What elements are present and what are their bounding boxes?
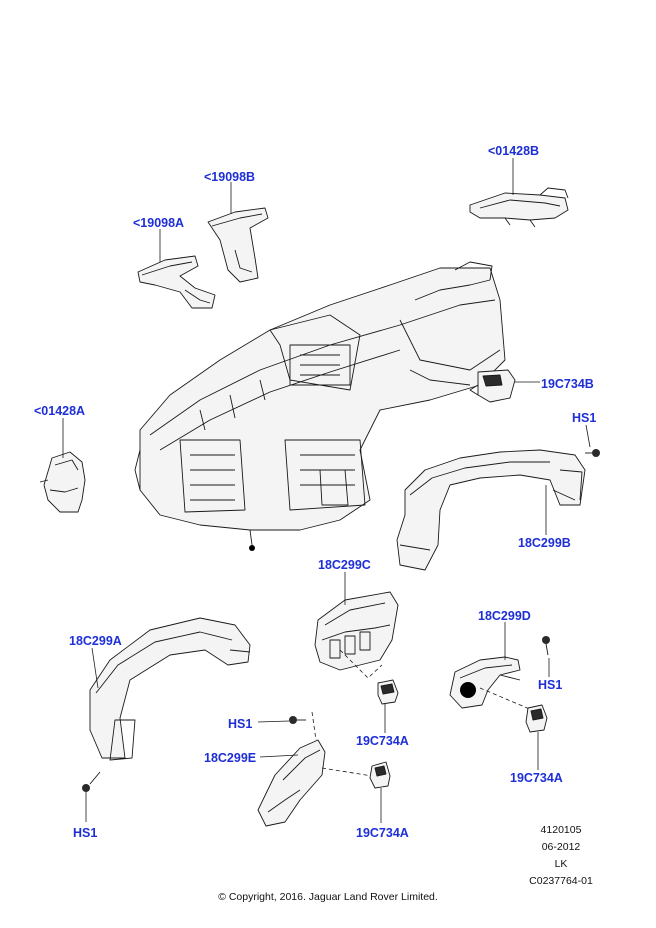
illustration-number: 4120105 [540, 824, 582, 836]
part-18c299d-duct [449, 656, 521, 709]
callout-18c299a[interactable]: 18C299A [69, 634, 122, 648]
part-19c734a-sensor-c [377, 679, 399, 705]
callout-hs1-d[interactable]: HS1 [538, 678, 563, 692]
part-18c299a-duct [89, 617, 251, 761]
callout-19098b[interactable]: <19098B [204, 170, 256, 184]
callout-18c299c[interactable]: 18C299C [318, 558, 371, 572]
callout-01428a[interactable]: <01428A [34, 404, 86, 418]
part-hs1-screw-bottom [82, 771, 101, 792]
leader-18c299a [91, 647, 99, 689]
leader-18c299e [259, 754, 299, 758]
callout-19c734a-e[interactable]: 19C734A [356, 826, 409, 840]
callout-hs1-right[interactable]: HS1 [572, 411, 597, 425]
callout-18c299e[interactable]: 18C299E [204, 751, 257, 765]
part-01428b-duct [469, 187, 569, 228]
part-19098a-vent [137, 255, 216, 309]
callout-18c299d[interactable]: 18C299D [478, 609, 531, 623]
illustrator-initials: LK [554, 858, 568, 870]
part-19c734b-sensor [469, 369, 516, 403]
part-18c299e-duct [257, 739, 326, 827]
callout-hs1-e[interactable]: HS1 [228, 717, 253, 731]
callout-01428b[interactable]: <01428B [488, 144, 540, 158]
part-hs1-screw-d [542, 636, 550, 656]
callout-19c734b[interactable]: 19C734B [541, 377, 594, 391]
part-18c299c-duct [314, 591, 399, 671]
part-hs1-screw-right [585, 449, 600, 457]
dashboard-assembly [134, 261, 506, 551]
callout-19c734a-d[interactable]: 19C734A [510, 771, 563, 785]
copyright-notice: © Copyright, 2016. Jaguar Land Rover Lim… [218, 891, 438, 903]
dashed-link-18c299c [339, 649, 383, 679]
leader-hs1-e [257, 720, 290, 723]
dashed-link-hs1-e [311, 711, 317, 741]
reference-code: C0237764-01 [529, 875, 593, 887]
leader-hs1-right [585, 424, 591, 448]
part-18c299b-duct [396, 449, 586, 571]
dashed-link-18c299e [321, 767, 373, 777]
part-01428a-duct [39, 451, 86, 513]
illustration-date: 06-2012 [541, 841, 581, 853]
callout-18c299b[interactable]: 18C299B [518, 536, 571, 550]
part-hs1-screw-e [289, 716, 306, 724]
part-19c734a-sensor-d [525, 704, 548, 733]
callout-19098a[interactable]: <19098A [133, 216, 185, 230]
dashed-link-18c299d [479, 687, 533, 711]
callout-19c734a-c[interactable]: 19C734A [356, 734, 409, 748]
part-19098b-vent [207, 207, 269, 283]
callout-hs1-bottom[interactable]: HS1 [73, 826, 98, 840]
part-19c734a-sensor-e [369, 761, 391, 789]
